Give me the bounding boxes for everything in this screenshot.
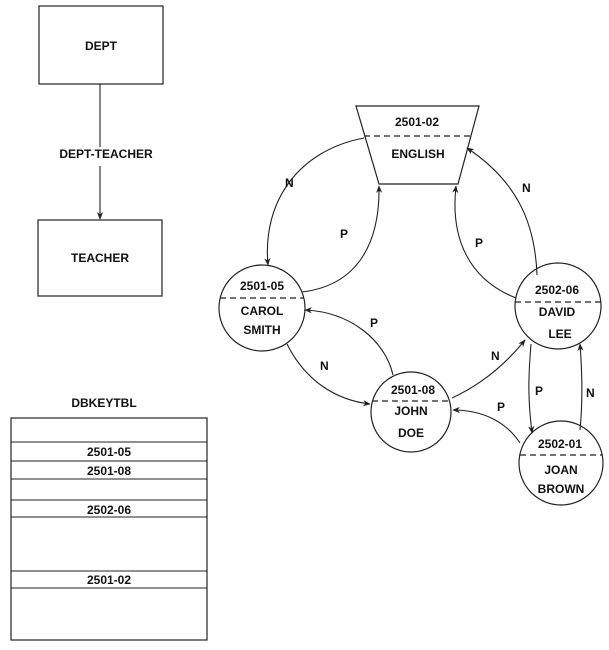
- member-name-line1: CAROL: [241, 304, 284, 318]
- next-pointer-john-to-david: [451, 339, 526, 399]
- member-name-line1: DAVID: [539, 305, 576, 319]
- member-carol-smith: 2501-05 CAROL SMITH: [218, 264, 306, 352]
- owner-key: 2501-02: [395, 115, 439, 129]
- member-key: 2502-01: [538, 437, 582, 451]
- prior-pointer-carol-to-english: [301, 185, 383, 293]
- member-name-line1: JOHN: [394, 404, 427, 418]
- prior-pointer-david-to-joan: [528, 343, 535, 434]
- member-name-line2: SMITH: [243, 323, 280, 337]
- dept-box: [38, 5, 164, 85]
- next-label: N: [285, 176, 294, 190]
- next-label: N: [491, 349, 500, 363]
- dbkeytbl: 2501-05 2501-08 2502-06 2501-02: [10, 417, 208, 641]
- next-label: N: [522, 181, 531, 195]
- prior-pointer-john-to-carol: [304, 307, 394, 376]
- member-john-doe: 2501-08 JOHN DOE: [370, 371, 452, 453]
- dept-label: DEPT: [85, 39, 118, 53]
- prior-label: P: [497, 400, 505, 414]
- table-cell: 2501-02: [87, 573, 131, 587]
- owner-name: ENGLISH: [391, 147, 444, 161]
- next-pointer-carol-to-john: [286, 343, 371, 407]
- next-label: N: [586, 386, 595, 400]
- set-name-label: DEPT-TEACHER: [59, 147, 153, 161]
- member-name-line2: LEE: [548, 327, 571, 341]
- next-pointer-english-to-carol: [264, 137, 365, 266]
- member-name-line1: JOAN: [544, 463, 577, 477]
- next-pointer-joan-to-david: [577, 343, 584, 431]
- table-cell: 2501-05: [87, 445, 131, 459]
- member-name-line2: DOE: [398, 426, 424, 440]
- teacher-label: TEACHER: [71, 251, 129, 265]
- prior-label: P: [340, 227, 348, 241]
- table-cell: 2502-06: [87, 503, 131, 517]
- member-key: 2501-05: [240, 279, 284, 293]
- member-david-lee: 2502-06 DAVID LEE: [514, 262, 602, 350]
- prior-pointer-joan-to-john: [452, 406, 521, 444]
- dbkeytbl-title: DBKEYTBL: [71, 396, 136, 410]
- prior-pointer-david-to-english: [452, 185, 517, 299]
- member-joan-brown: 2502-01 JOAN BROWN: [518, 420, 604, 506]
- dbkeytbl-frame: [10, 417, 208, 641]
- next-label: N: [320, 359, 329, 373]
- next-pointer-david-to-english: [466, 147, 538, 276]
- member-name-line2: BROWN: [538, 482, 585, 496]
- prior-label: P: [535, 384, 543, 398]
- english-owner-record: [355, 105, 480, 185]
- prior-label: P: [370, 316, 378, 330]
- member-key: 2501-08: [391, 383, 435, 397]
- prior-label: P: [475, 236, 483, 250]
- member-key: 2502-06: [535, 283, 579, 297]
- table-cell: 2501-08: [87, 464, 131, 478]
- teacher-box: [37, 219, 163, 297]
